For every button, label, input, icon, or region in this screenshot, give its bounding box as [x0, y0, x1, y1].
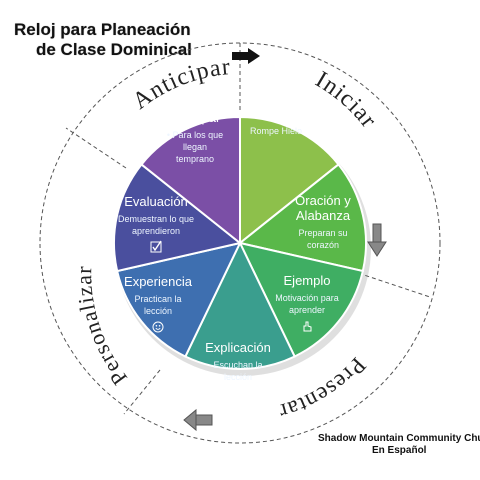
segment-6 [113, 163, 243, 273]
segment-title-2: Alabanza [296, 208, 351, 223]
segment-title-2: Oración y [295, 193, 351, 208]
folder-icon [230, 388, 246, 399]
credit-line-2: En Español [372, 445, 427, 456]
arrow-left-icon [183, 408, 213, 432]
segment-subtitle-4: Escuchan la [213, 360, 262, 370]
segment-subtitle-1: Rompe Hielo [250, 126, 302, 136]
ring-dividers [65, 43, 431, 415]
segment-4 [183, 240, 297, 370]
segment-3 [238, 241, 365, 358]
segment-subtitle-6: aprendieron [132, 226, 180, 236]
segment-subtitle-6: Demuestran lo que [118, 214, 194, 224]
arrow-right-icon [232, 48, 260, 64]
segment-title-4: Explicación [205, 340, 271, 355]
outer-dashed-ring [39, 42, 441, 444]
segment-1 [239, 115, 340, 246]
segment-5 [115, 241, 242, 358]
ring-word-anticipar: Anticipar [128, 54, 232, 115]
arrow-down-icon [367, 223, 387, 257]
segment-subtitle-4: lección [224, 372, 252, 382]
segment-subtitle-2: corazón [307, 240, 339, 250]
segment-subtitle-3: aprender [289, 305, 325, 315]
title-line-1: Reloj para Planeación [14, 20, 191, 39]
segment-title-7: Anticipar [170, 110, 221, 125]
segment-2 [237, 163, 367, 273]
credit-line-1: Shadow Mountain Community Church [318, 433, 480, 444]
smiley-icon [152, 321, 164, 333]
segment-subtitle-5: Practican la [134, 294, 181, 304]
hand-icon [303, 321, 312, 332]
segment-7 [140, 115, 241, 246]
segment-subtitle-2: Preparan su [298, 228, 347, 238]
segment-subtitle-7: temprano [176, 154, 214, 164]
segment-subtitle-7: llegan [183, 142, 207, 152]
segment-subtitle-7: • Para los que [167, 130, 223, 140]
segment-subtitle-5: lección [144, 306, 172, 316]
segment-title-6: Evaluación [124, 194, 188, 209]
wheel [113, 115, 367, 370]
title-line-2: de Clase Dominical [36, 40, 192, 59]
checkbox-icon [150, 240, 162, 253]
segment-subtitle-3: Motivación para [275, 293, 339, 303]
segment-title-3: Ejemplo [284, 273, 331, 288]
ring-word-iniciar: Iniciar [311, 67, 382, 134]
segment-title-5: Experiencia [124, 274, 193, 289]
segment-title-1: Dinámica [249, 106, 304, 121]
